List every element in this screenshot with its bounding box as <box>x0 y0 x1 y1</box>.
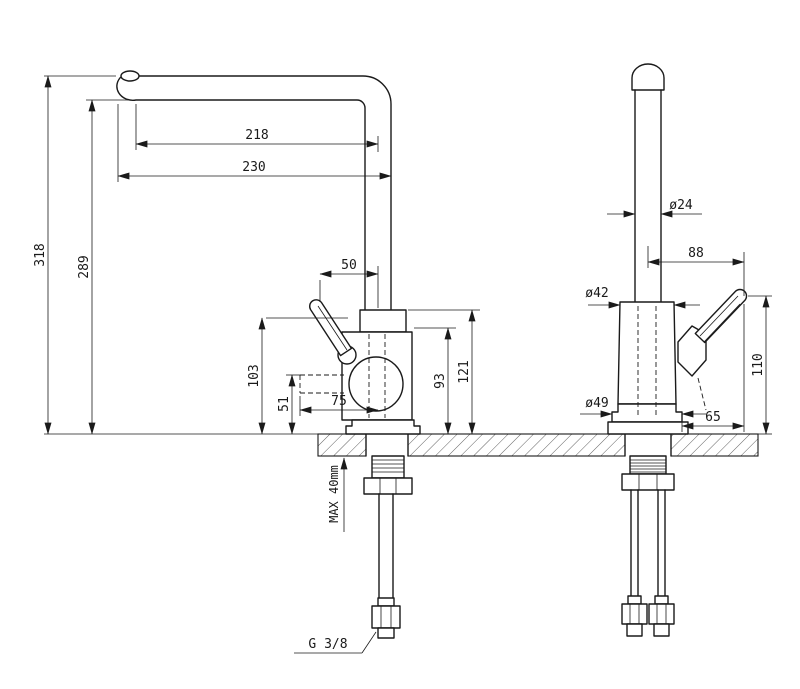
under-counter-left <box>363 455 413 639</box>
hose-nut <box>371 605 401 629</box>
hidden-lines-left <box>299 334 386 418</box>
dimensions-front-view: ø24 88 ø42 ø49 65 110 <box>580 198 772 435</box>
handle-lever <box>694 288 748 344</box>
spout-cap <box>631 63 665 91</box>
countertop-hole-right <box>625 433 671 457</box>
dim-collar-to-deck: 121 <box>408 309 480 435</box>
base-flange <box>611 403 683 423</box>
dim-deck-max-thickness: MAX 40mm <box>327 457 348 532</box>
spout-outline <box>116 75 392 311</box>
dim-base-diameter: ø49 <box>580 396 706 418</box>
front-view-faucet <box>607 63 748 637</box>
ball-joint <box>348 356 404 412</box>
hose-collar <box>377 597 395 607</box>
dim-label-supply-thread: G 3/8 <box>308 637 347 652</box>
dim-handle-to-pipe: 50 <box>319 258 379 308</box>
base-plate <box>607 421 689 435</box>
dim-label-body-top-to-deck: 93 <box>433 373 448 389</box>
under-counter-right <box>621 455 675 637</box>
hose-end <box>626 623 643 637</box>
dim-label-body-height: 103 <box>247 364 262 387</box>
handle-joint <box>677 325 707 377</box>
dim-label-height-overall: 318 <box>33 243 48 266</box>
mounting-nut <box>621 473 675 491</box>
dimensions-side-view: 318 289 218 230 50 103 <box>33 75 480 654</box>
hose-collar <box>627 595 642 605</box>
dim-handle-reach: 88 <box>647 246 745 296</box>
dim-label-base-diameter: ø49 <box>585 396 608 411</box>
dim-inlet-reach: 75 <box>299 394 379 416</box>
side-view-faucet <box>116 70 421 639</box>
countertop-hole-left <box>366 433 408 457</box>
collar <box>359 309 407 333</box>
mounting-nut <box>363 477 413 495</box>
dim-handle-height: 110 <box>748 295 772 435</box>
hose-end <box>377 627 395 639</box>
dim-label-pipe-diameter: ø24 <box>669 198 693 213</box>
threaded-shank <box>371 455 405 479</box>
hose-nut <box>621 603 648 625</box>
dim-label-spout-reach-center: 218 <box>245 128 268 143</box>
dim-label-collar-to-deck: 121 <box>457 360 472 383</box>
dim-handle-offset: 65 <box>681 304 745 432</box>
dim-spout-reach-overall: 230 <box>117 104 392 182</box>
dim-pipe-diameter: ø24 <box>607 198 702 218</box>
dim-body-diameter: ø42 <box>585 286 700 309</box>
spout-tip-detail <box>120 70 140 82</box>
handle-detail <box>699 295 739 337</box>
dim-height-overall: 318 <box>33 75 318 435</box>
dim-inlet-height: 51 <box>277 374 302 435</box>
handle-detail <box>703 303 741 343</box>
hose-end <box>653 623 670 637</box>
body <box>617 301 677 405</box>
handle-lever <box>309 299 353 357</box>
dim-label-handle-offset: 65 <box>705 410 721 425</box>
dim-supply-thread: G 3/8 <box>294 631 377 654</box>
threaded-shank <box>629 455 667 475</box>
hose-nut <box>648 603 675 625</box>
handle-detail <box>317 305 348 351</box>
dim-label-handle-height: 110 <box>751 353 766 376</box>
dim-label-spout-reach-overall: 230 <box>242 160 265 175</box>
dim-label-handle-reach: 88 <box>688 246 704 261</box>
dim-label-deck-max-thickness: MAX 40mm <box>327 465 341 523</box>
base-flange <box>345 419 421 435</box>
hose-collar <box>654 595 669 605</box>
dim-label-height-under-spout: 289 <box>77 255 92 278</box>
dim-body-top-to-deck: 93 <box>414 327 456 435</box>
countertop <box>317 433 759 457</box>
hidden-lines-right <box>637 306 707 416</box>
dim-label-inlet-reach: 75 <box>331 394 347 409</box>
dim-height-under-spout: 289 <box>77 99 132 435</box>
dim-spout-reach-center: 218 <box>135 104 379 152</box>
dim-body-height: 103 <box>247 317 348 435</box>
dim-label-handle-to-pipe: 50 <box>341 258 357 273</box>
dim-label-inlet-height: 51 <box>277 396 292 412</box>
dim-label-body-diameter: ø42 <box>585 286 608 301</box>
